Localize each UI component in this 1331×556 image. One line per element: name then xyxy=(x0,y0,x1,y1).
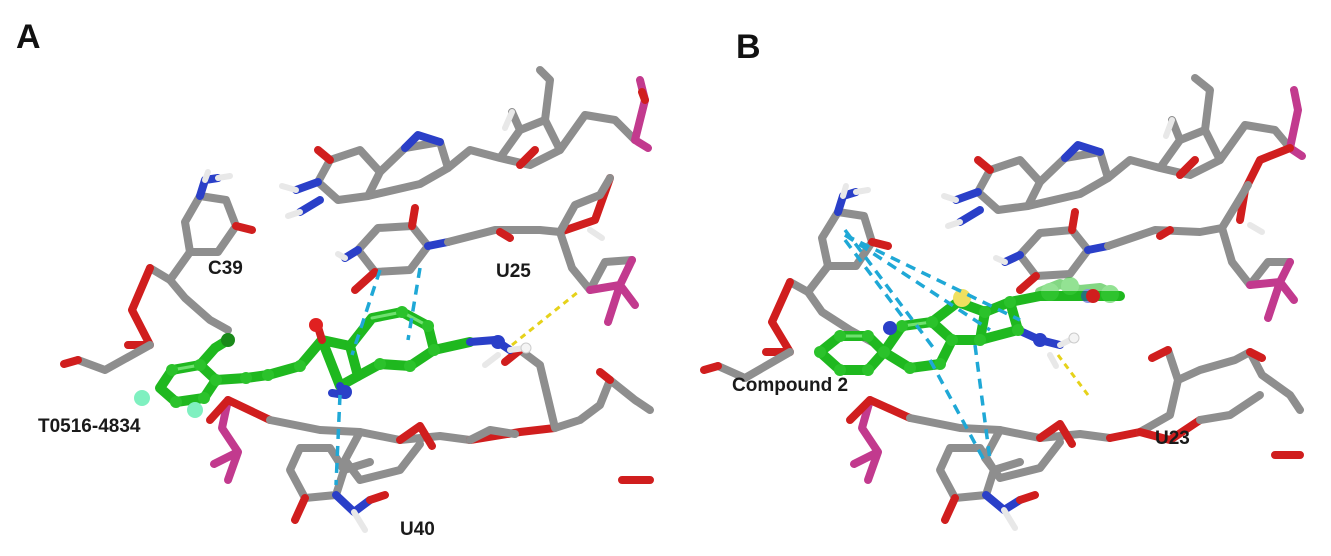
pi-stacking-line xyxy=(844,233,991,332)
pi-stacking-line xyxy=(334,394,342,486)
nitrogen-atom xyxy=(1033,333,1047,347)
panel-b: B xyxy=(700,28,1306,531)
panel-b-letter: B xyxy=(736,28,761,66)
fluorine-atom xyxy=(187,402,203,418)
label-c39: C39 xyxy=(208,258,243,279)
sulfur-atom xyxy=(953,289,971,307)
hydrogen-bond-line xyxy=(511,290,579,347)
pi-stacking-line xyxy=(844,233,1021,322)
oxygen-atom xyxy=(1086,289,1100,303)
pi-stacking-line xyxy=(843,228,937,352)
panel-a-ligand xyxy=(134,306,532,418)
panel-a-rna-backbone xyxy=(60,66,654,533)
panel-a-letter: A xyxy=(16,18,41,56)
label-ligand-b: Compound 2 xyxy=(732,375,848,396)
label-u23: U23 xyxy=(1155,428,1190,449)
pi-stacking-line xyxy=(406,267,422,341)
panel-b-rna-backbone xyxy=(700,74,1306,531)
pi-stacking-line xyxy=(973,344,992,461)
nitrogen-atom xyxy=(491,335,505,349)
pi-stacking-line xyxy=(843,238,907,322)
nitrogen-atom xyxy=(883,321,897,335)
hydrogen-bond-line xyxy=(1056,354,1090,396)
panel-b-ligand xyxy=(814,277,1125,376)
panel-a-interactions xyxy=(334,267,579,486)
fluorine-atom xyxy=(134,390,150,406)
pi-stacking-line xyxy=(928,359,987,463)
label-u40: U40 xyxy=(400,519,435,540)
panel-b-interactions xyxy=(843,228,1090,463)
label-ligand-a: T0516-4834 xyxy=(38,416,141,437)
oxygen-atom xyxy=(309,318,323,332)
panel-a: A xyxy=(16,18,654,540)
pi-stacking-line xyxy=(350,269,382,356)
label-u25: U25 xyxy=(496,261,531,282)
